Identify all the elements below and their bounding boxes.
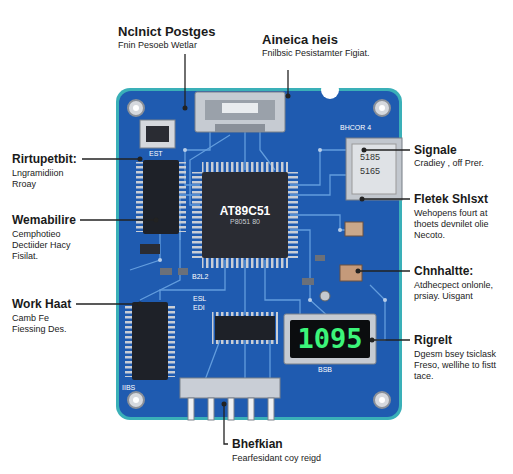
part-marking: EDI bbox=[193, 304, 205, 312]
callout-heading: Fletek Shlsxt bbox=[414, 192, 488, 206]
callout-note: Fnilbsic Pesistamter Figiat. bbox=[262, 48, 372, 59]
callout-heading: Signale bbox=[414, 143, 457, 157]
part-marking: 5185 bbox=[360, 152, 380, 163]
callout-note: Dgesm bsey tsiclask Freso, wellihe to fi… bbox=[414, 349, 506, 381]
callout-note: Cradiey , off Prer. bbox=[414, 158, 506, 169]
callout-heading: Rirtupetbit: bbox=[12, 152, 77, 166]
part-marking: P8051 80 bbox=[230, 218, 260, 226]
callout-note: Wehopens fourt at thoets devnilet olie N… bbox=[414, 208, 506, 240]
callout-heading: Chnhaltte: bbox=[414, 264, 473, 278]
part-marking: ESL bbox=[193, 295, 206, 303]
microcontroller-chip: AT89C51P8051 80 bbox=[202, 172, 288, 258]
callout-heading: Wemabilire bbox=[12, 213, 76, 227]
part-label: AT89C51 bbox=[220, 204, 270, 218]
callout-heading: Work Haat bbox=[12, 297, 71, 311]
callout-note: Atdhecpect onlonle, prsiay. Uisgant bbox=[414, 280, 506, 302]
callout-heading: Nclnict Postges bbox=[118, 24, 216, 40]
callout-note: Camb Fe Fiessing Des. bbox=[12, 313, 84, 335]
callout-heading: Rigrelt bbox=[414, 333, 452, 347]
part-marking: BSB bbox=[318, 366, 332, 374]
part-marking: B2L2 bbox=[192, 273, 208, 281]
callout-note: Fnin Pesoeb Wetlar bbox=[118, 40, 197, 51]
part-marking: EST bbox=[149, 150, 163, 158]
part-marking: 5165 bbox=[360, 166, 380, 177]
seven-segment-display: 1095 bbox=[290, 320, 370, 358]
part-marking: IIBS bbox=[122, 384, 135, 392]
callout-heading: Bhefkian bbox=[232, 437, 283, 451]
callout-note: Lngramidiion Rroay bbox=[12, 168, 82, 190]
part-label: 1095 bbox=[297, 323, 362, 355]
part-marking: BHCOR 4 bbox=[340, 124, 371, 132]
callout-note: Cemphotieo Dectiider Hacy Fisilat. bbox=[12, 229, 82, 261]
callout-heading: Aineica heis bbox=[262, 32, 338, 48]
callout-note: Fearfesidant coy reigd bbox=[232, 453, 321, 464]
